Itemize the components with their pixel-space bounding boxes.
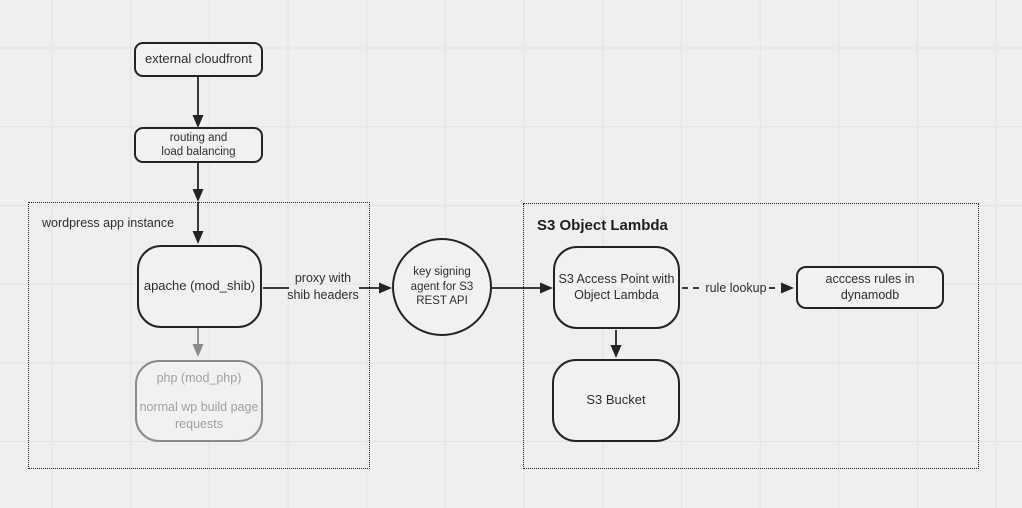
container-s3-object-lambda[interactable]: S3 Object Lambda bbox=[523, 203, 979, 469]
node-apache-label: apache (mod_shib) bbox=[143, 278, 256, 294]
node-key-signing-agent[interactable]: key signing agent for S3 REST API bbox=[392, 238, 492, 336]
node-php-content: php (mod_php) normal wp build page reque… bbox=[140, 370, 259, 432]
node-s3-bucket[interactable]: S3 Bucket bbox=[552, 359, 680, 442]
arrow-apache-to-key-agent[interactable] bbox=[263, 282, 392, 294]
edge-label-rule-lookup[interactable]: rule lookup bbox=[705, 281, 767, 295]
container-wordpress-app-instance[interactable]: wordpress app instance bbox=[28, 202, 370, 469]
node-routing-load-balancing[interactable]: routing and load balancing bbox=[134, 127, 263, 163]
arrow-access-point-to-dynamodb[interactable] bbox=[682, 282, 794, 294]
node-s3-access-point[interactable]: S3 Access Point with Object Lambda bbox=[553, 246, 680, 329]
node-s3-bucket-label: S3 Bucket bbox=[586, 392, 646, 408]
arrow-key-agent-to-access-point[interactable] bbox=[492, 282, 553, 294]
node-apache-mod-shib[interactable]: apache (mod_shib) bbox=[137, 245, 262, 328]
arrow-cloudfront-to-routing[interactable] bbox=[192, 77, 204, 128]
container-wordpress-label: wordpress app instance bbox=[42, 216, 175, 230]
node-s3-access-point-label: S3 Access Point with Object Lambda bbox=[558, 271, 675, 302]
node-php-title: php (mod_php) bbox=[156, 371, 242, 386]
node-dynamodb-rules[interactable]: acccess rules in dynamodb bbox=[796, 266, 944, 309]
arrow-access-point-to-bucket[interactable] bbox=[610, 330, 622, 358]
container-s3-label: S3 Object Lambda bbox=[537, 217, 668, 234]
node-routing-label: routing and load balancing bbox=[161, 131, 236, 158]
arrow-wordpress-container-to-apache[interactable] bbox=[192, 202, 204, 244]
edge-label-proxy-with-shib-headers[interactable]: proxy with shib headers bbox=[287, 271, 359, 302]
arrow-routing-to-wordpress-container[interactable] bbox=[192, 163, 204, 202]
node-php-subtitle: normal wp build page requests bbox=[139, 400, 259, 431]
node-php-mod-php[interactable]: php (mod_php) normal wp build page reque… bbox=[135, 360, 263, 442]
node-dynamodb-label: acccess rules in dynamodb bbox=[825, 271, 915, 302]
node-external-cloudfront-label: external cloudfront bbox=[145, 51, 252, 67]
node-external-cloudfront[interactable]: external cloudfront bbox=[134, 42, 263, 77]
node-key-signing-agent-label: key signing agent for S3 REST API bbox=[410, 266, 474, 308]
arrow-apache-to-php[interactable] bbox=[192, 328, 204, 357]
